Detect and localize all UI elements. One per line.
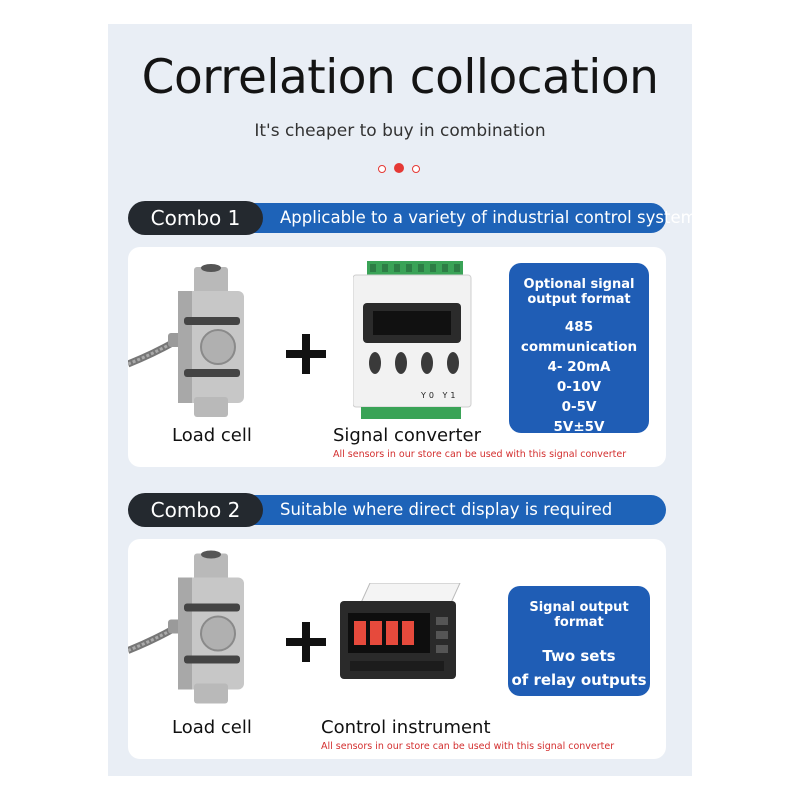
plus-icon [286,334,326,374]
page-title: Correlation collocation [141,50,659,105]
info-line: 0-5V [561,399,597,415]
carousel-dots [376,163,424,175]
carousel-dot[interactable] [412,165,420,173]
combo2-header: Combo 2 Suitable where direct display is… [128,493,666,527]
page-subtitle: It's cheaper to buy in combination [254,121,546,141]
info-heading-line2: output format [527,292,631,307]
combo1-signal-converter-label: Signal converter [333,425,481,446]
combo2-load-cell-label: Load cell [172,717,252,738]
combo1-output-info-box: Optional signal output format 485 commun… [509,263,649,435]
combo1-header: Combo 1 Applicable to a variety of indus… [128,201,705,235]
info-line: of relay outputs [511,671,647,689]
combo2-note: All sensors in our store can be used wit… [321,741,615,752]
combo2-description-bar [238,495,666,525]
combo2-tag: Combo 2 [128,493,263,527]
combo1-load-cell-label: Load cell [172,425,252,446]
combo2-description: Suitable where direct display is require… [280,500,613,519]
load-cell-image [128,550,244,704]
carousel-dot[interactable] [378,165,386,173]
combo1-description-bar [238,203,666,233]
signal-converter-image [353,261,472,419]
combo1-note: All sensors in our store can be used wit… [333,449,627,460]
info-heading: Signal output format [529,600,629,630]
control-instrument-image [340,583,461,679]
combo1-description: Applicable to a variety of industrial co… [280,208,706,227]
load-cell-image [128,264,244,417]
combo2-card: Load cell Control instrument All sensors… [128,539,666,759]
combo2-control-instrument-label: Control instrument [321,717,491,738]
carousel-dot-active[interactable] [394,163,404,173]
combo1-card: Load cell Y0 Y1 Signal converter All sen… [128,247,666,467]
info-line: Two sets [542,647,616,665]
info-line: 4- 20mA [547,359,611,375]
plus-icon [286,622,326,662]
info-line: 5V±5V [553,419,605,435]
combo2-output-info-box: Signal output format Two sets of relay o… [508,586,650,696]
terminal-y1: Y1 [442,391,459,400]
info-heading-line1: Optional signal [523,277,635,292]
terminal-y0: Y0 [421,391,437,400]
info-line: 485 communication [520,319,638,355]
info-line: 0-10V [556,379,602,395]
combo1-tag: Combo 1 [128,201,263,235]
converter-terminal-labels: Y0 Y1 [421,391,459,400]
